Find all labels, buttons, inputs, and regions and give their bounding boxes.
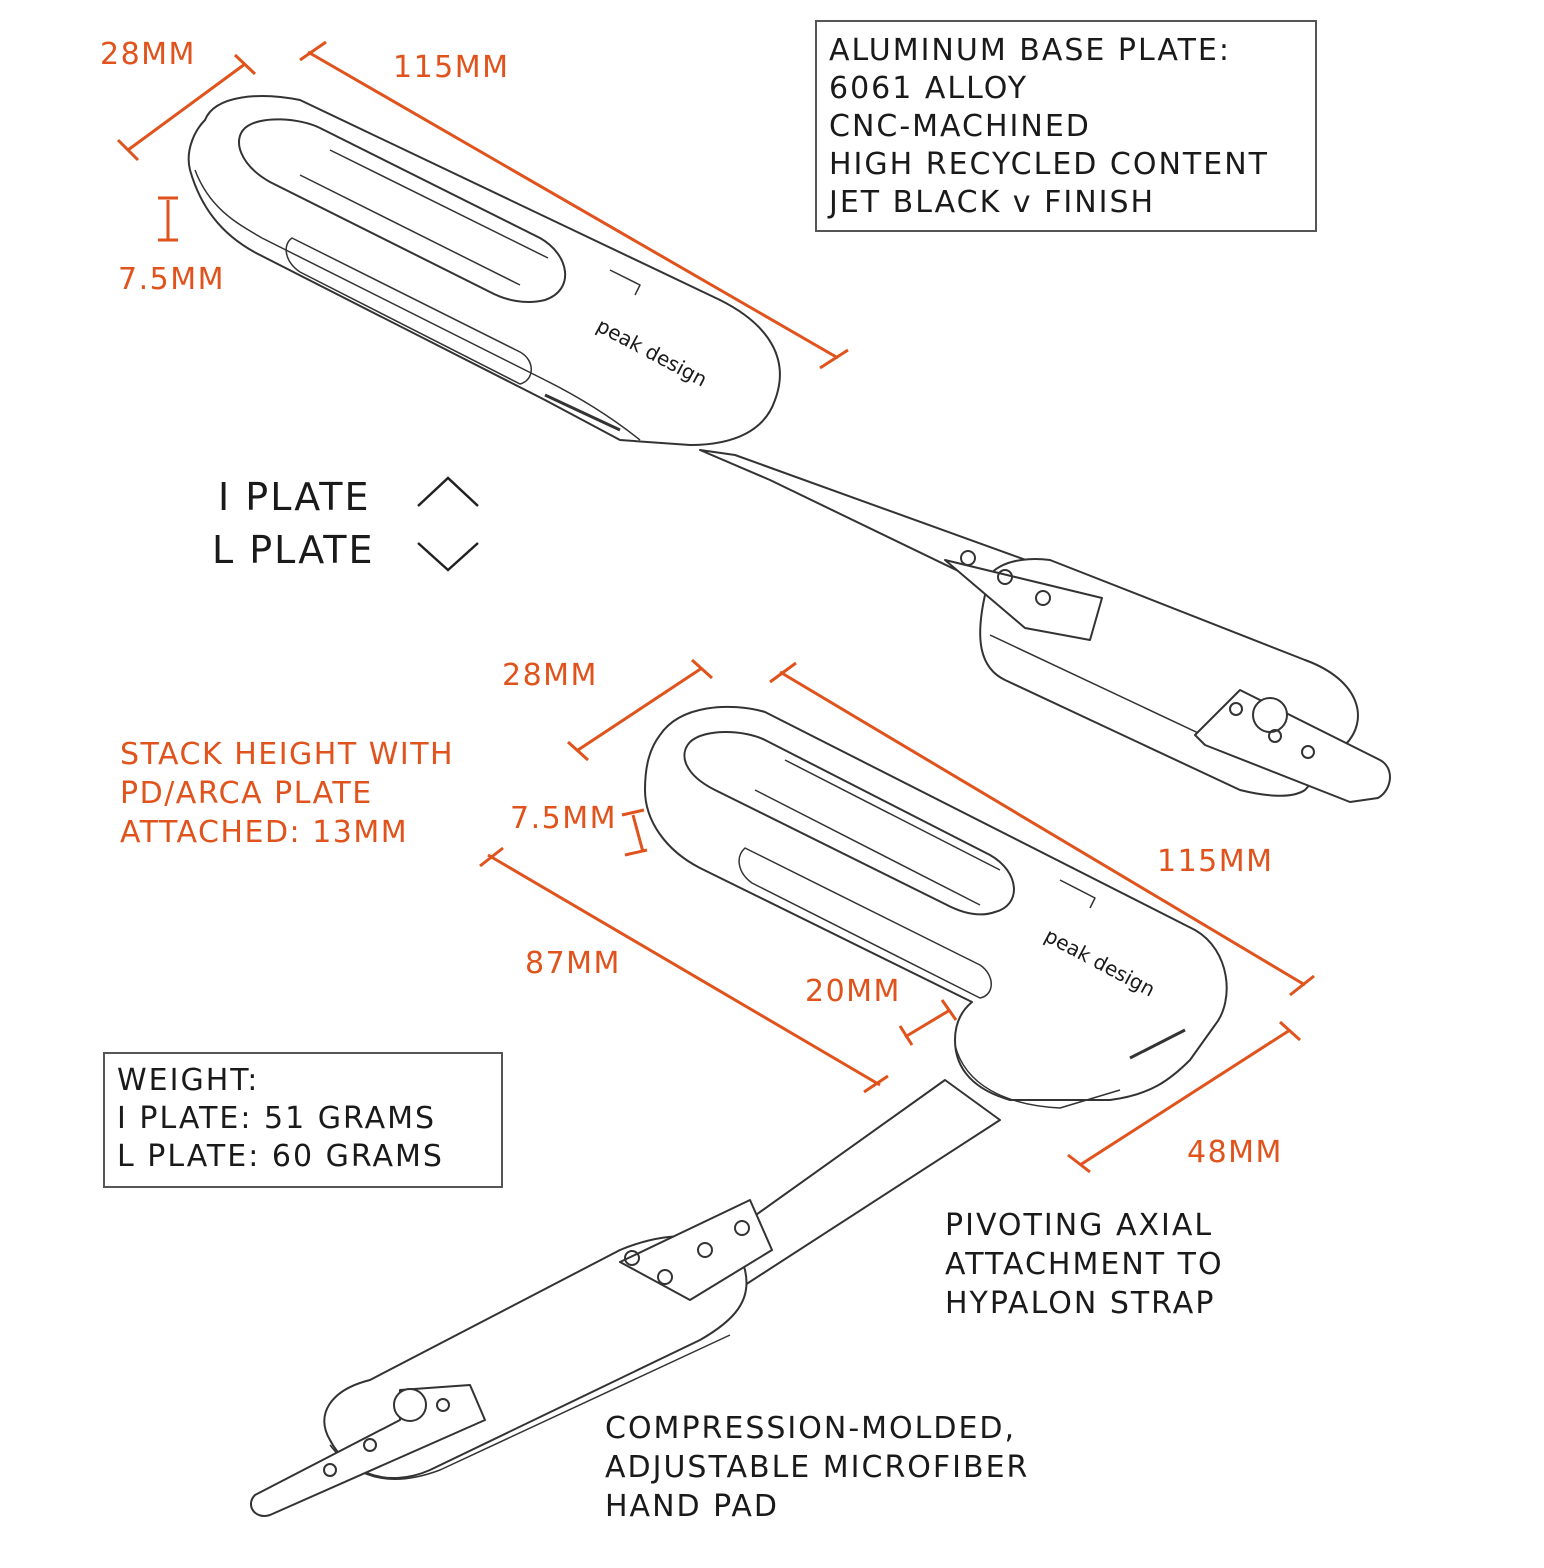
i-plate-length-label: 115MM (393, 50, 510, 85)
legend-l-plate-label: L PLATE (212, 528, 374, 572)
stack-height-line-1: STACK HEIGHT WITH (120, 737, 454, 772)
weight-box: WEIGHT: I PLATE: 51 GRAMS L PLATE: 60 GR… (103, 1052, 503, 1188)
l-plate-width-label: 28MM (502, 658, 598, 693)
spec-line-3: CNC-MACHINED (829, 109, 1091, 144)
spec-line-2: 6061 ALLOY (829, 71, 1029, 106)
spec-line-1: ALUMINUM BASE PLATE: (829, 33, 1231, 68)
stack-height-line-3: ATTACHED: 13MM (120, 815, 408, 850)
chevron-up-icon (417, 476, 479, 507)
spec-line-4: HIGH RECYCLED CONTENT (829, 147, 1269, 182)
chevron-down-icon (417, 542, 479, 572)
l-plate-thickness-label: 7.5MM (510, 801, 617, 836)
i-plate-width-label: 28MM (100, 37, 196, 72)
material-spec-box: ALUMINUM BASE PLATE: 6061 ALLOY CNC-MACH… (815, 20, 1317, 232)
pivot-note-line-1: PIVOTING AXIAL (945, 1208, 1213, 1243)
i-plate-thickness-label: 7.5MM (118, 262, 225, 297)
l-plate-inset-label: 20MM (805, 974, 901, 1009)
i-plate-dimension-lines (116, 40, 849, 370)
pad-note-line-1: COMPRESSION-MOLDED, (605, 1411, 1016, 1446)
weight-heading: WEIGHT: (117, 1063, 260, 1098)
pivot-note-line-2: ATTACHMENT TO (945, 1247, 1224, 1282)
l-plate-drawing (250, 705, 1228, 1517)
pad-note-line-2: ADJUSTABLE MICROFIBER (605, 1450, 1029, 1485)
l-plate-dimension-lines (479, 658, 1315, 1174)
pad-note-line-3: HAND PAD (605, 1489, 779, 1524)
weight-l-plate: L PLATE: 60 GRAMS (117, 1139, 444, 1174)
spec-line-5: JET BLACK v FINISH (829, 185, 1156, 220)
pivot-note-line-3: HYPALON STRAP (945, 1286, 1215, 1321)
stack-height-line-2: PD/ARCA PLATE (120, 776, 373, 811)
l-plate-foot-label: 48MM (1187, 1135, 1283, 1170)
l-plate-length-label: 115MM (1157, 844, 1274, 879)
i-plate-drawing (187, 95, 1391, 803)
l-plate-arm-label: 87MM (525, 946, 621, 981)
legend-i-plate-label: I PLATE (218, 475, 371, 519)
weight-i-plate: I PLATE: 51 GRAMS (117, 1101, 437, 1136)
